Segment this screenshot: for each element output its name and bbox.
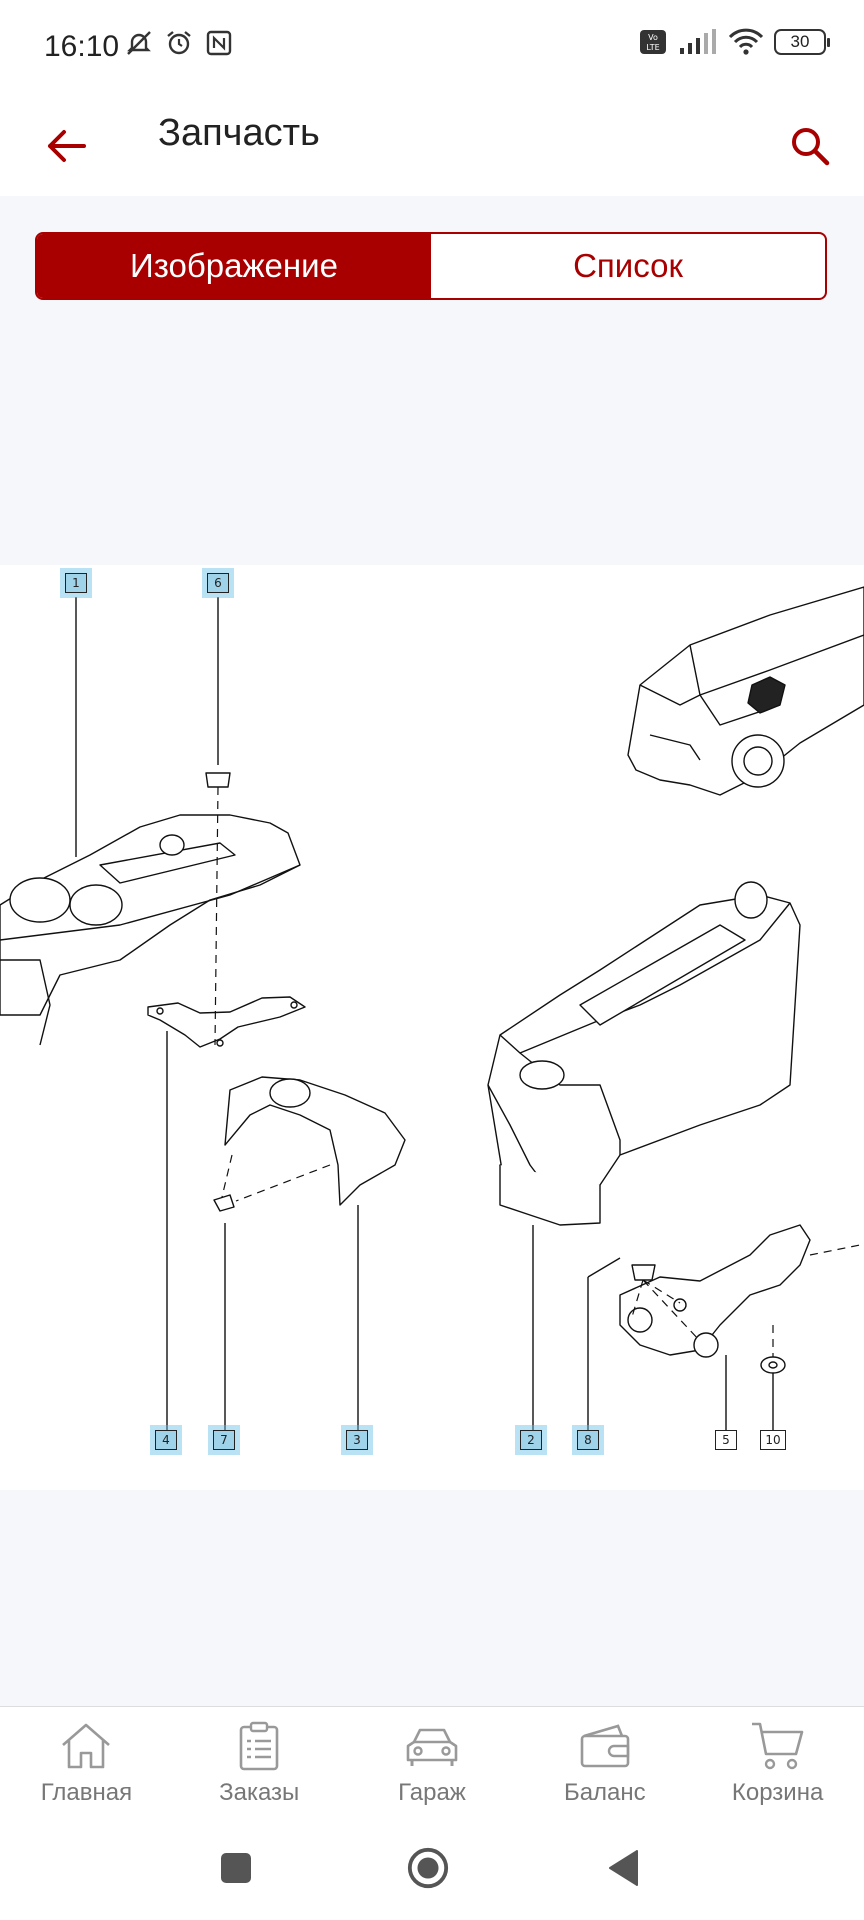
recents-button[interactable] (214, 1846, 258, 1890)
circle-icon (407, 1847, 449, 1889)
callout-5[interactable]: 5 (715, 1430, 737, 1450)
nav-orders-label: Заказы (219, 1779, 300, 1806)
wallet-icon (580, 1724, 630, 1768)
search-button[interactable] (780, 116, 840, 176)
status-time: 16:10 (44, 30, 120, 63)
battery-icon: 30 (774, 29, 830, 55)
page-title: Запчасть (158, 112, 320, 154)
system-navigation (0, 1816, 864, 1920)
home-button[interactable] (406, 1846, 450, 1890)
callout-8[interactable]: 8 (577, 1430, 599, 1450)
signal-icon (680, 29, 716, 54)
callout-10[interactable]: 10 (760, 1430, 786, 1450)
alarm-icon (167, 31, 191, 55)
tab-list[interactable]: Список (573, 247, 683, 284)
system-back-button[interactable] (602, 1846, 646, 1890)
nav-orders[interactable]: Заказы (173, 1707, 346, 1817)
nav-cart-label: Корзина (731, 1779, 824, 1806)
view-switcher: Изображение Список (35, 232, 827, 300)
callout-6[interactable]: 6 (207, 573, 229, 593)
clipboard-list-icon (239, 1721, 279, 1771)
callout-4[interactable]: 4 (155, 1430, 177, 1450)
parts-diagram[interactable]: 1 6 4 7 3 2 8 5 10 (0, 565, 864, 1490)
tab-image[interactable]: Изображение (37, 234, 431, 298)
nav-cart[interactable]: Корзина (691, 1707, 864, 1817)
triangle-back-icon (609, 1850, 638, 1886)
back-button[interactable] (38, 118, 94, 174)
nav-garage[interactable]: Гараж (346, 1707, 519, 1817)
callout-3[interactable]: 3 (346, 1430, 368, 1450)
status-icons-left (124, 28, 234, 58)
bottom-navigation: Главная Заказы Гараж Баланс Корзина (0, 1706, 864, 1817)
parts-diagram-drawing (0, 586, 864, 1440)
arrow-left-icon (48, 130, 86, 162)
nav-garage-label: Гараж (398, 1779, 466, 1806)
callout-2[interactable]: 2 (520, 1430, 542, 1450)
svg-text:Vo: Vo (648, 33, 658, 42)
nav-home-label: Главная (40, 1779, 133, 1806)
callout-1[interactable]: 1 (65, 573, 87, 593)
callout-7[interactable]: 7 (213, 1430, 235, 1450)
app-bar (0, 98, 864, 196)
wifi-icon (728, 28, 764, 55)
nav-home[interactable]: Главная (0, 1707, 173, 1817)
svg-text:LTE: LTE (646, 43, 659, 52)
nav-balance[interactable]: Баланс (518, 1707, 691, 1817)
nfc-icon (206, 30, 232, 56)
search-icon (792, 128, 830, 166)
mute-icon (127, 31, 151, 55)
home-icon (62, 1723, 111, 1769)
cart-icon (751, 1722, 803, 1770)
square-icon (221, 1853, 251, 1883)
nav-balance-label: Баланс (563, 1779, 646, 1806)
car-icon (406, 1728, 458, 1766)
